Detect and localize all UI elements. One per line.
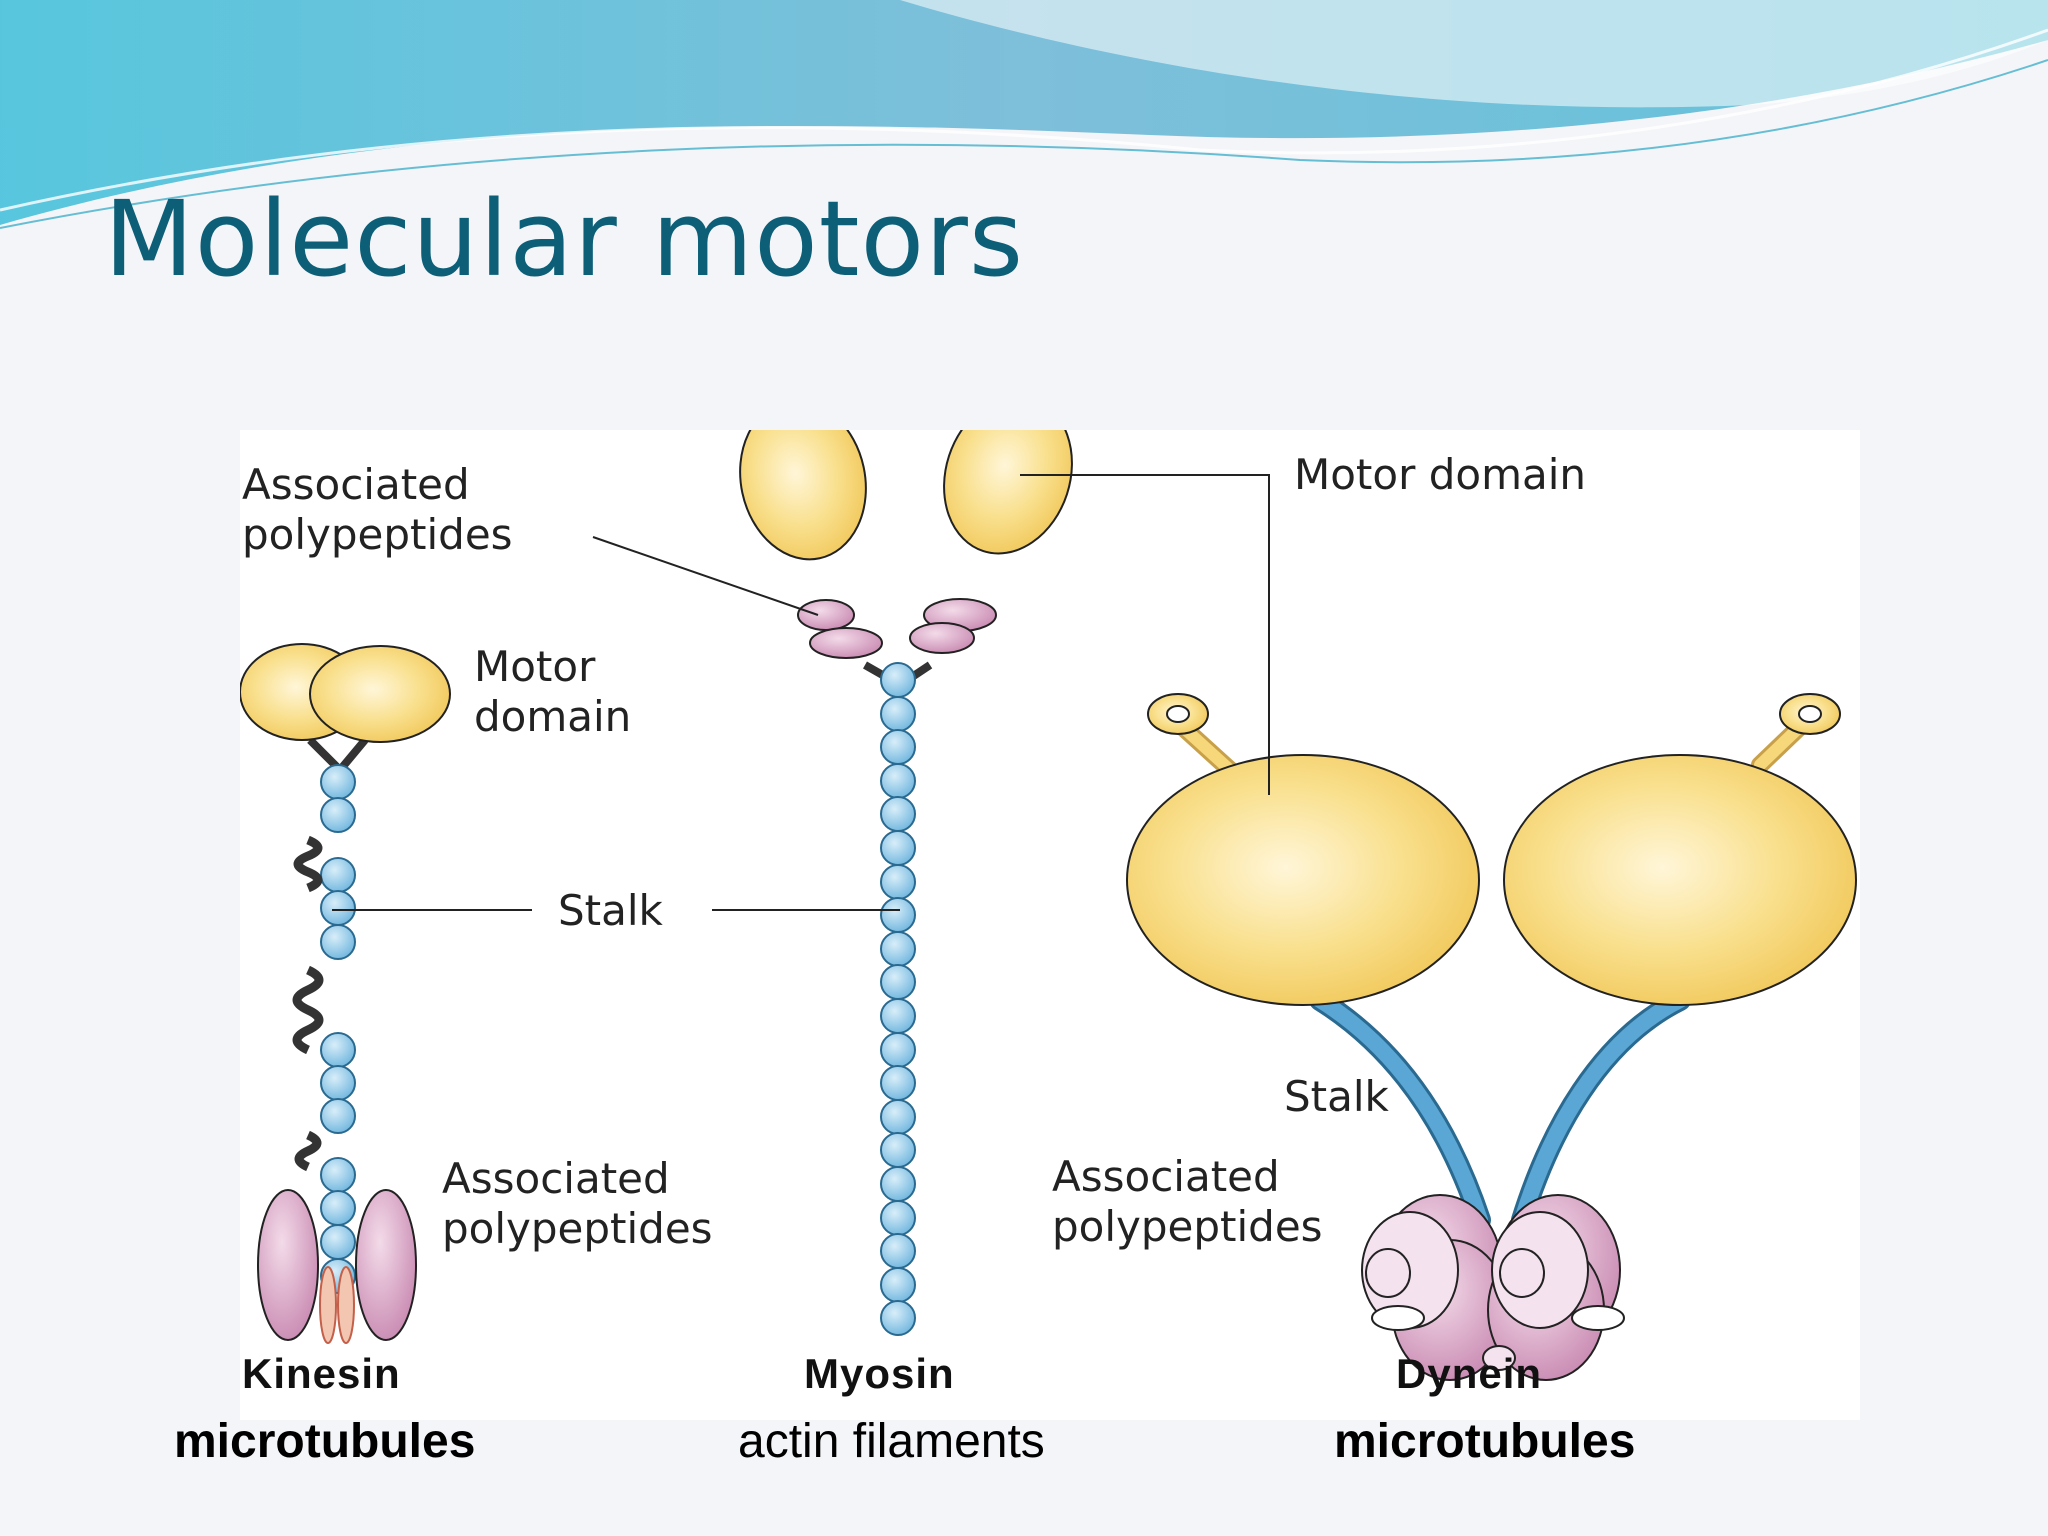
dynein-name: Dynein (1396, 1350, 1543, 1397)
myosin-motor-head-left (739, 430, 867, 561)
myosin-stalk (880, 662, 916, 1336)
stalk-bead (880, 1166, 916, 1202)
stalk-bead (880, 998, 916, 1034)
stalk-bead (320, 1032, 356, 1068)
myosin-illustration (739, 430, 1073, 1336)
stalk-bead (880, 662, 916, 698)
kinesin-light-chain-left (257, 1189, 319, 1341)
diagram-illustration (240, 430, 1857, 1381)
myosin-associated-polypeptides-label: Associated polypeptides (242, 460, 513, 559)
stalk-bead (320, 1098, 356, 1134)
kinesin-name: Kinesin (242, 1350, 401, 1397)
stalk-bead (320, 890, 356, 926)
kinesin-associated-polypeptides-label: Associated polypeptides (442, 1154, 713, 1253)
stalk-bead (320, 1157, 356, 1193)
dynein-associated-polypeptides-label: Associated polypeptides (1052, 1152, 1323, 1251)
stalk-bead (320, 1065, 356, 1101)
dynein-motor-domain-label: Motor domain (1294, 450, 1587, 499)
stalk-bead (880, 696, 916, 732)
header-wave-banner (0, 0, 2048, 229)
stalk-bead (880, 1233, 916, 1269)
stalk-bead (320, 857, 356, 893)
stalk-bead (320, 924, 356, 960)
dynein-motor-head-right (1503, 754, 1857, 1006)
stalk-bead (880, 830, 916, 866)
dynein-stalk-label: Stalk (1284, 1072, 1389, 1121)
stalk-bead (880, 1099, 916, 1135)
kinesin-illustration (240, 643, 451, 1344)
stalk-bead (880, 897, 916, 933)
stalk-bead (320, 797, 356, 833)
leader-lines (332, 474, 1270, 911)
stalk-bead (880, 964, 916, 1000)
stalk-bead (880, 763, 916, 799)
kinesin-motor-head-right (309, 645, 451, 743)
stalk-bead (880, 1132, 916, 1168)
kinesin-light-chain-right (355, 1189, 417, 1341)
dynein-motor-head-left (1126, 754, 1480, 1006)
slide-title: Molecular motors (104, 178, 1025, 300)
dynein-track: microtubules (1334, 1415, 1636, 1468)
stalk-bead (320, 1224, 356, 1260)
dynein-illustration (1126, 693, 1857, 1381)
kinesin-track: microtubules (174, 1415, 476, 1468)
stalk-bead (880, 1200, 916, 1236)
myosin-name: Myosin (804, 1350, 955, 1397)
stalk-bead (880, 931, 916, 967)
myosin-track: actin filaments (738, 1415, 1045, 1468)
stalk-label: Stalk (558, 886, 663, 935)
stalk-bead (880, 729, 916, 765)
stalk-bead (880, 1267, 916, 1303)
myosin-motor-head-right (943, 430, 1073, 555)
kinesin-motor-domain-label: Motor domain (474, 642, 632, 741)
stalk-bead (880, 796, 916, 832)
stalk-bead (320, 764, 356, 800)
stalk-bead (880, 1065, 916, 1101)
molecular-motors-diagram: Associated polypeptides Motor domain Sta… (240, 430, 1860, 1420)
stalk-bead (320, 1190, 356, 1226)
stalk-bead (880, 1032, 916, 1068)
stalk-bead (880, 864, 916, 900)
stalk-bead (880, 1300, 916, 1336)
kinesin-stalk (320, 764, 356, 1294)
